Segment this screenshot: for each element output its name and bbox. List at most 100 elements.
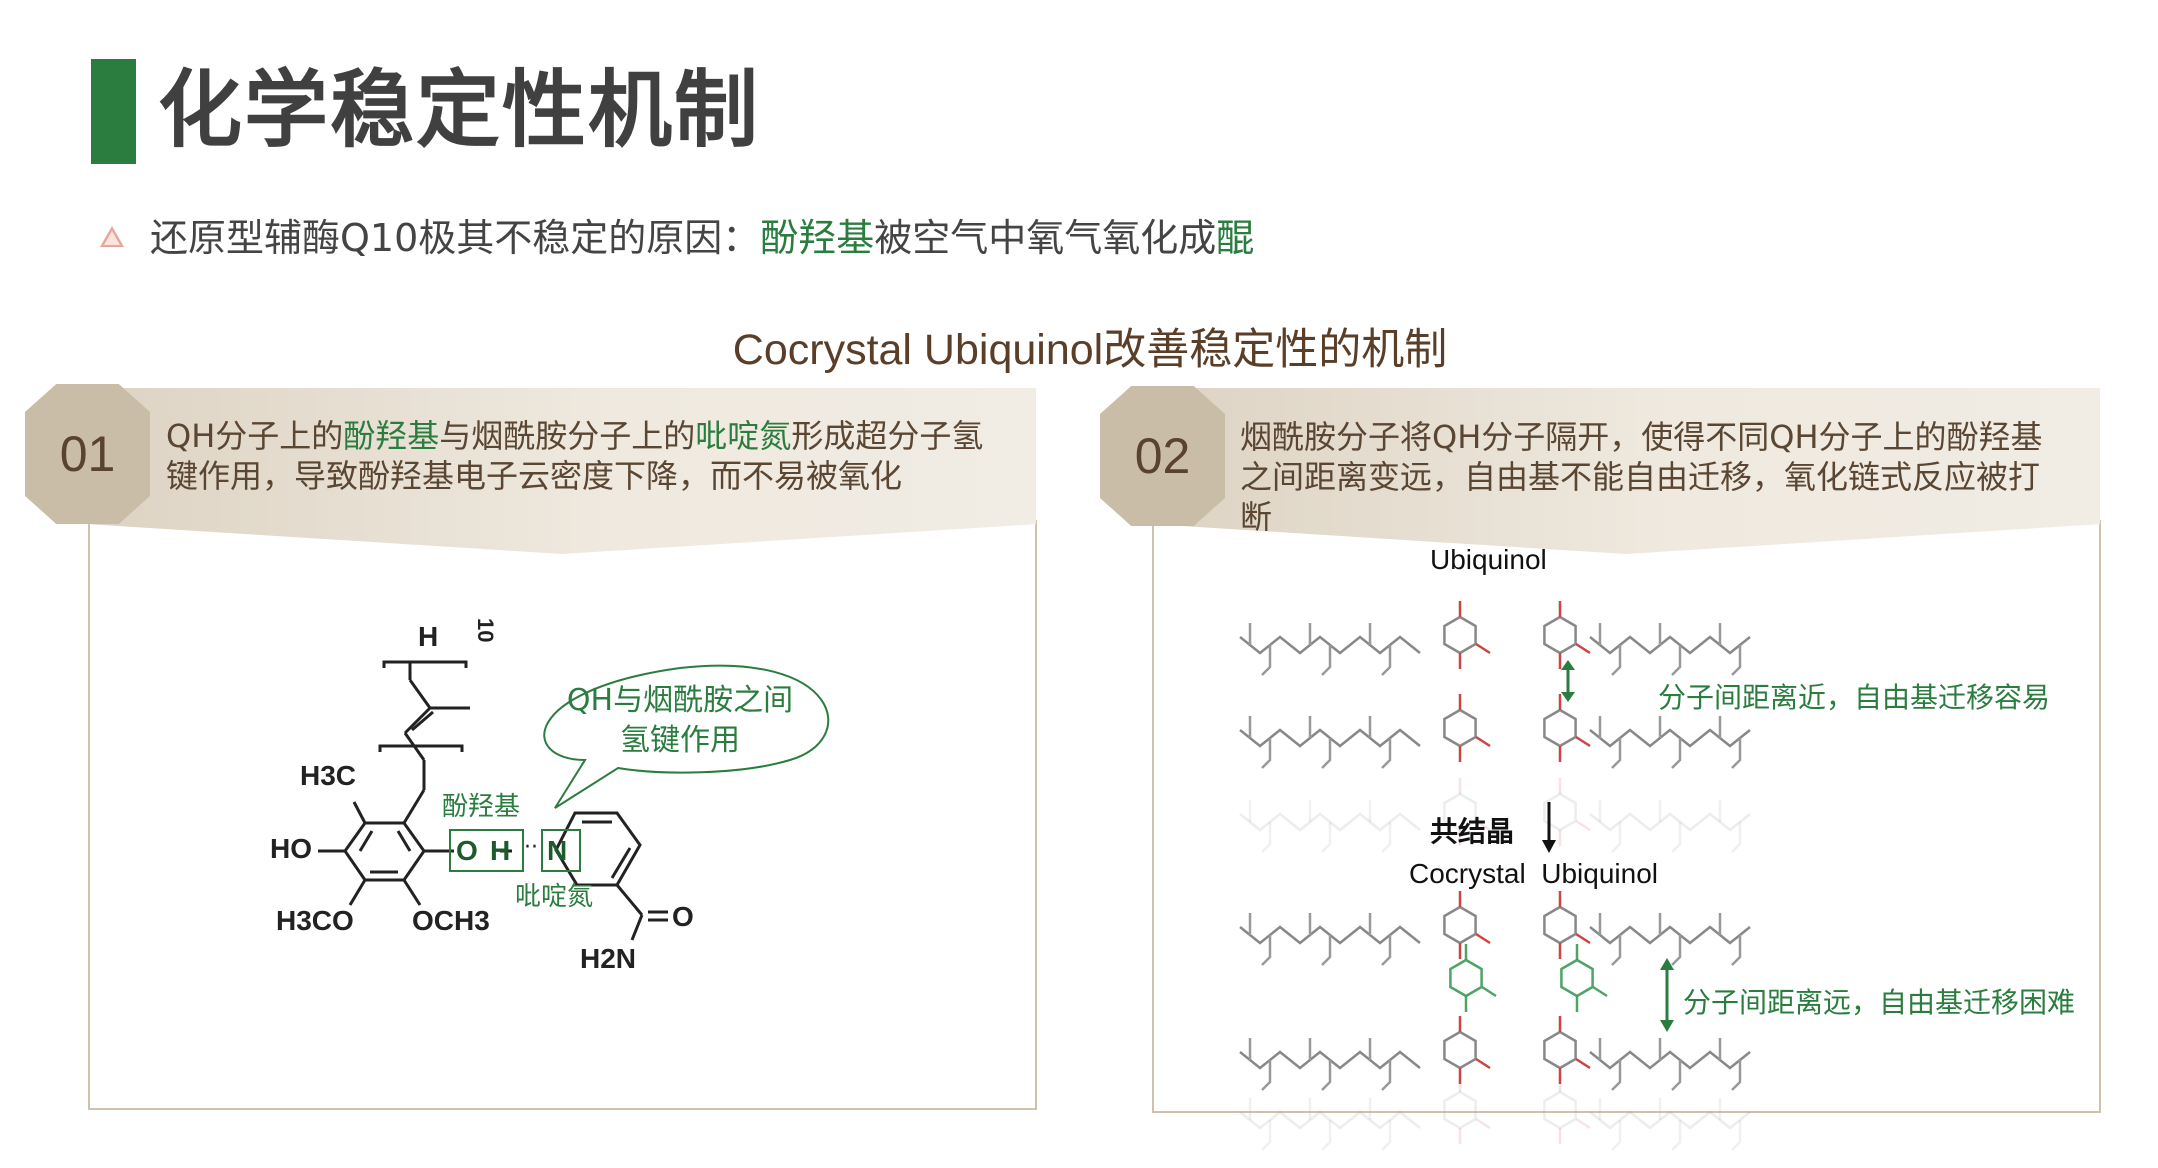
- molecule-stick: [1671, 1060, 1682, 1091]
- molecule-stick: [1443, 905, 1477, 945]
- panel-1-box: [88, 520, 1037, 1110]
- molecule-stick: [1381, 822, 1392, 853]
- atom-label: H3CO: [276, 905, 354, 936]
- molecule-stick: [1589, 1110, 1751, 1130]
- cocrystallization-arrow: [1542, 802, 1556, 853]
- molecule-stick: [1589, 635, 1751, 655]
- molecule-stick: [1443, 1030, 1477, 1070]
- molecule-stick: [1575, 1057, 1591, 1070]
- panel-1-text: QH分子上的酚羟基与烟酰胺分子上的吡啶氮形成超分子氢键作用，导致酚羟基电子云密度…: [166, 416, 996, 496]
- molecule-stick: [1731, 738, 1742, 769]
- molecule-stick: [1671, 645, 1682, 676]
- molecule-stick: [1671, 935, 1682, 966]
- svg-text:··: ··: [524, 835, 538, 860]
- molecule-stick: [1449, 958, 1483, 998]
- molecule-stick: [1475, 1057, 1491, 1070]
- molecule-stick: [1261, 1120, 1272, 1151]
- molecule-stick: [1611, 645, 1622, 676]
- atom-label: O: [672, 901, 694, 932]
- molecule-stick: [1261, 935, 1272, 966]
- label-cocrystal-ubiquinol: Cocrystal Ubiquinol: [1409, 858, 1658, 889]
- text-part: 形成超分子氢键作用，导致酚羟基电子云密度下降，而不易被氧化: [166, 417, 984, 495]
- panel-1-number: 01: [59, 426, 116, 482]
- section-subtitle: Cocrystal Ubiquinol改善稳定性的机制: [732, 326, 1448, 374]
- text-highlight: 吡啶氮: [695, 417, 792, 455]
- molecule-stick: [1611, 822, 1622, 853]
- atom-label: HO: [270, 833, 312, 864]
- panel-1-number-badge: 01: [25, 384, 150, 524]
- molecule-stick: [1381, 1120, 1392, 1151]
- panel-1-header: [88, 388, 1036, 554]
- label-phenol-hydroxyl: 酚羟基: [442, 792, 520, 822]
- callout-line-1: QH与烟酰胺之间: [567, 683, 793, 718]
- text-part: QH分子上的: [166, 417, 344, 455]
- molecule-stick: [1543, 708, 1577, 748]
- molecule-stick: [1589, 925, 1751, 945]
- molecule-stick: [1475, 932, 1491, 945]
- bullet-prefix: 还原型辅酶Q10极其不稳定的原因：: [150, 216, 761, 260]
- molecule-stick: [1543, 615, 1577, 655]
- note-far-distance: 分子间距离远，自由基迁移困难: [1683, 986, 2076, 1019]
- molecule-stick: [1321, 935, 1332, 966]
- molecule-stick: [1589, 728, 1751, 748]
- molecule-stick: [1671, 1120, 1682, 1151]
- molecule-stick: [1261, 1060, 1272, 1091]
- molecule-stick: [1575, 642, 1591, 655]
- molecule-stick: [1611, 738, 1622, 769]
- molecule-stick: [1443, 1090, 1477, 1130]
- label-cocrystallization: 共结晶: [1430, 815, 1515, 848]
- molecule-stick: [1321, 1060, 1332, 1091]
- molecule-stick: [1731, 935, 1742, 966]
- molecule-stick: [1611, 1060, 1622, 1091]
- molecule-stick: [1381, 935, 1392, 966]
- molecule-stick: [1443, 615, 1477, 655]
- molecule-stick: [1443, 708, 1477, 748]
- molecule-stick: [1261, 645, 1272, 676]
- highlight-phenol: 酚羟基: [760, 216, 875, 260]
- molecule-stick: [1321, 822, 1332, 853]
- molecule-stick: [1611, 1120, 1622, 1151]
- molecule-stick: [1575, 932, 1591, 945]
- molecule-stick: [1475, 1117, 1491, 1130]
- molecule-stick: [1731, 1060, 1742, 1091]
- panel-2-text: 烟酰胺分子将QH分子隔开，使得不同QH分子上的酚羟基之间距离变远，自由基不能自由…: [1240, 418, 2043, 536]
- molecule-stick: [1261, 738, 1272, 769]
- bullet-middle: 被空气中氧气氧化成: [874, 216, 1217, 260]
- callout-bubble: [543, 664, 830, 809]
- molecule-stick: [1543, 1030, 1577, 1070]
- molecule-stick: [1475, 819, 1491, 832]
- atom-label: H: [418, 621, 438, 652]
- molecule-stick: [1381, 738, 1392, 769]
- note-near-distance: 分子间距离近，自由基迁移容易: [1658, 681, 2051, 714]
- molecule-stick: [1671, 822, 1682, 853]
- page-title: 化学稳定性机制: [158, 61, 761, 159]
- triangle-bullet-icon: [100, 226, 124, 247]
- molecule-stick: [1592, 985, 1608, 998]
- molecule-stick: [1475, 642, 1491, 655]
- molecule-stick: [1575, 735, 1591, 748]
- molecule-stick: [1731, 822, 1742, 853]
- molecule-stick: [1543, 1090, 1577, 1130]
- text-highlight: 酚羟基: [343, 417, 440, 455]
- bullet-statement: 还原型辅酶Q10极其不稳定的原因：酚羟基被空气中氧气氧化成醌: [150, 212, 1254, 264]
- molecule-stick: [1731, 1120, 1742, 1151]
- molecule-stick: [1543, 792, 1577, 832]
- repeat-count: 10: [473, 618, 498, 642]
- panel-2-box: [1152, 520, 2101, 1113]
- molecule-stick: [1481, 985, 1497, 998]
- molecule-stick: [1671, 738, 1682, 769]
- molecule-stick: [1381, 645, 1392, 676]
- label-ubiquinol: Ubiquinol: [1430, 544, 1547, 575]
- molecule-stick: [1381, 1060, 1392, 1091]
- atom-label: O: [456, 835, 478, 866]
- pyridine-n-highlight-box: [541, 829, 581, 872]
- molecule-stick: [1560, 958, 1594, 998]
- molecule-stick: [1543, 905, 1577, 945]
- molecule-stick: [1321, 738, 1332, 769]
- panel-2-number: 02: [1134, 428, 1191, 484]
- callout-line-2: 氢键作用: [620, 723, 740, 758]
- molecule-stick: [1611, 935, 1622, 966]
- molecule-stick: [1443, 792, 1477, 832]
- phenol-oh-highlight-box: [449, 829, 524, 872]
